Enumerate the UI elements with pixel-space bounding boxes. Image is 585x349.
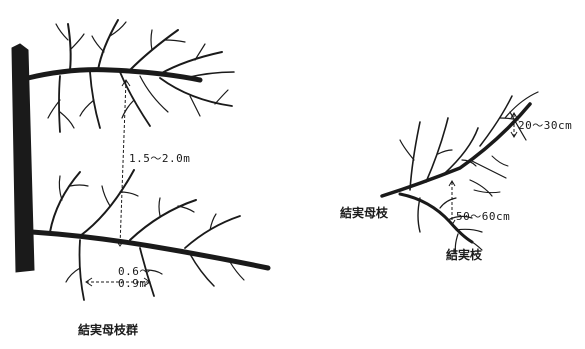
upper-main-branch bbox=[25, 67, 203, 83]
label-shoot-length: 50～60cm bbox=[456, 210, 511, 223]
label-fruiting-mother-branch: 結実母枝 bbox=[340, 206, 389, 220]
left-dimensions bbox=[86, 79, 150, 283]
label-horizontal-spacing-1: 0.6～ bbox=[118, 265, 151, 278]
left-tree bbox=[11, 19, 271, 301]
label-horizontal-spacing-2: 0.9m bbox=[118, 277, 147, 290]
label-branch-distance: 1.5～2.0m bbox=[129, 152, 191, 165]
label-tip-length: 20～30cm bbox=[518, 119, 573, 132]
label-fruiting-branch: 結実枝 bbox=[446, 248, 483, 262]
caption-fruiting-mother-branch-group: 結実母枝群 bbox=[78, 323, 139, 337]
mother-branch bbox=[380, 102, 532, 198]
right-dimensions bbox=[451, 114, 515, 224]
trunk bbox=[11, 43, 35, 273]
lower-main-branch bbox=[29, 229, 271, 271]
vertical-dimension-line bbox=[119, 79, 127, 247]
right-branch bbox=[380, 91, 539, 255]
